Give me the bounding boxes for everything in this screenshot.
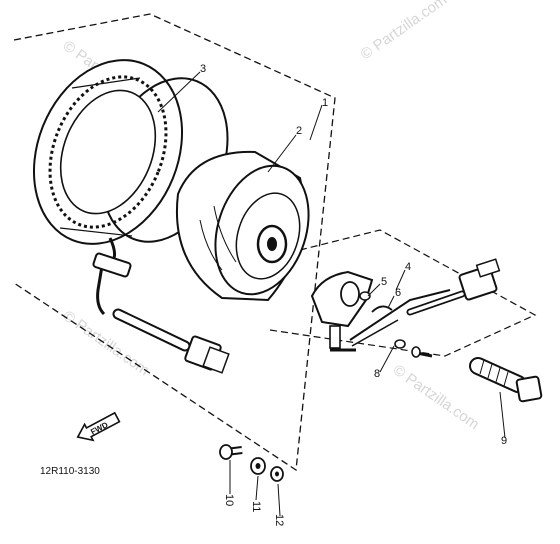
bolt-part-9[interactable] xyxy=(469,357,543,403)
leader-lines xyxy=(157,71,506,517)
stator-coil-part-3[interactable] xyxy=(8,38,251,316)
washer-part-11[interactable] xyxy=(250,457,266,475)
forward-arrow-icon: FWD xyxy=(76,411,121,442)
rotor-part-2[interactable] xyxy=(176,150,324,306)
callout-8: 8 xyxy=(374,368,380,380)
callout-6: 6 xyxy=(395,287,401,299)
callout-1: 1 xyxy=(322,97,328,109)
screw-part-10[interactable] xyxy=(219,444,243,460)
callout-3: 3 xyxy=(200,63,206,75)
callout-4: 4 xyxy=(405,261,411,273)
callout-5: 5 xyxy=(381,276,387,288)
callout-11: 11 xyxy=(250,501,262,512)
callout-labels: 1 2 3 4 5 6 8 9 10 11 12 xyxy=(200,63,507,526)
pickup-coil-part-4[interactable] xyxy=(310,258,501,352)
subassembly-boundary-outline xyxy=(269,229,537,357)
screw-part-5[interactable] xyxy=(359,291,371,301)
watermark-text: © Partzilla.com xyxy=(390,361,483,433)
callout-2: 2 xyxy=(296,125,302,137)
callout-12: 12 xyxy=(273,514,285,526)
lead-connector[interactable] xyxy=(112,308,230,374)
watermark-text: © Partzilla.com xyxy=(358,0,451,63)
callout-10: 10 xyxy=(223,494,235,506)
screw-part-6[interactable] xyxy=(371,305,393,313)
diagram-code: 12R110-3130 xyxy=(40,466,100,477)
screw-washer-part-8[interactable] xyxy=(394,339,433,358)
callout-9: 9 xyxy=(501,435,507,447)
washer-part-12[interactable] xyxy=(270,466,284,482)
assembly-boundary-outline xyxy=(13,13,336,472)
